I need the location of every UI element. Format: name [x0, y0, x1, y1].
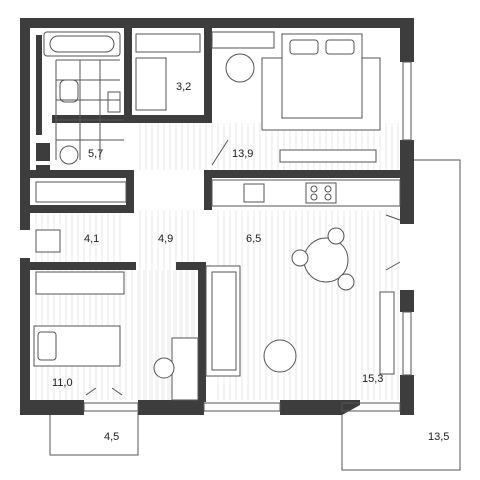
area-label-bedroom-second: 11,0 — [52, 377, 73, 389]
toilet — [59, 79, 79, 103]
area-label-hall-small: 4,1 — [84, 233, 99, 245]
outer-walls — [20, 18, 414, 415]
coffee-table — [263, 339, 297, 373]
wardrobe-rail-top — [135, 33, 201, 53]
kitchen-sink — [243, 183, 265, 203]
area-label-corridor: 4,9 — [158, 233, 173, 245]
area-label-balcony-small: 4,5 — [104, 431, 119, 443]
bathroom-fixtures — [43, 31, 124, 165]
sink — [107, 91, 121, 113]
wardrobe-rail-side — [135, 57, 167, 111]
wardrobe-bedroom — [35, 271, 125, 295]
wardrobe-hall — [35, 181, 127, 203]
cooktop — [305, 182, 337, 204]
desk — [171, 337, 199, 401]
living-room-furniture — [205, 265, 395, 377]
inner-walls — [30, 28, 400, 402]
area-label-bedroom-main: 13,9 — [232, 148, 253, 160]
tv-stand — [279, 149, 377, 163]
washing-machine — [59, 145, 79, 165]
windows — [83, 61, 412, 412]
balcony-outlines — [49, 159, 461, 471]
area-label-kitchen: 6,5 — [246, 233, 261, 245]
second-bedroom-furniture — [33, 229, 199, 401]
kitchen-furniture — [211, 179, 401, 291]
area-label-living-room: 15,3 — [362, 373, 383, 385]
bench — [35, 229, 61, 253]
room-labels: 5,7 3,2 13,9 4,1 4,9 6,5 11,0 15,3 4,5 1… — [52, 81, 449, 443]
area-label-balcony-large: 13,5 — [428, 431, 449, 443]
main-bedroom-furniture — [211, 31, 381, 166]
area-label-bathroom: 5,7 — [88, 148, 103, 160]
dresser — [211, 31, 275, 49]
area-label-wardrobe: 3,2 — [176, 81, 191, 93]
wardrobe-shelves — [35, 33, 201, 295]
tv-unit — [379, 291, 395, 375]
chair — [225, 53, 255, 83]
desk-chair — [153, 357, 175, 379]
